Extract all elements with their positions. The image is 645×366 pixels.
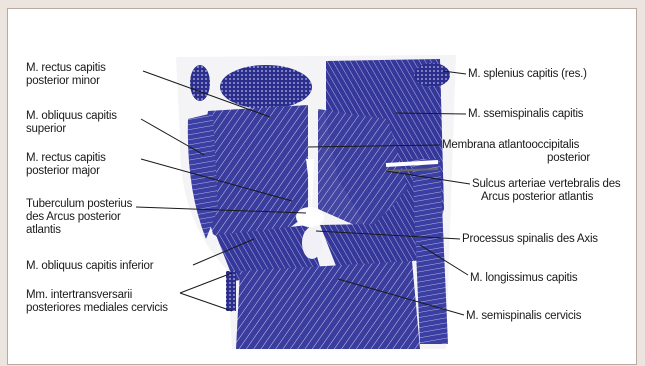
intertransversarii-shape <box>226 271 236 311</box>
label-obliquus-superior: M. obliquus capitis superior <box>26 110 120 135</box>
rectus-minor-shape <box>220 65 312 109</box>
anatomy-illustration: M. rectus capitis posterior minor M. obl… <box>8 9 638 366</box>
figure-frame: M. rectus capitis posterior minor M. obl… <box>7 8 637 365</box>
label-obliquus-inferior: M. obliquus capitis inferior <box>26 260 154 272</box>
label-membrana: Membrana atlantooccipitalis posterior <box>442 139 590 164</box>
splenius-capitis-shape <box>414 63 450 87</box>
label-semispinalis-capitis: M. ssemispinalis capitis <box>468 108 584 120</box>
label-sulcus: Sulcus arteriae vertebralis des Arcus po… <box>472 178 623 203</box>
label-semispinalis-cervicis: M. semispinalis cervicis <box>466 310 582 322</box>
processus-spinalis-shape <box>302 227 322 259</box>
label-rectus-minor: M. rectus capitis posterior minor <box>26 62 109 87</box>
label-tuberculum: Tuberculum posterius des Arcus posterior… <box>26 198 135 236</box>
label-intertransversarii: Mm. intertransversarii posteriores media… <box>26 289 168 314</box>
muscle-illustration <box>176 55 456 349</box>
label-rectus-major: M. rectus capitis posterior major <box>26 152 109 177</box>
tuberculum-shape <box>296 207 324 227</box>
label-splenius: M. splenius capitis (res.) <box>468 68 587 80</box>
semispinalis-cervicis-shape <box>236 261 420 349</box>
label-longissimus: M. longissimus capitis <box>470 272 578 284</box>
label-processus: Processus spinalis des Axis <box>462 233 598 245</box>
